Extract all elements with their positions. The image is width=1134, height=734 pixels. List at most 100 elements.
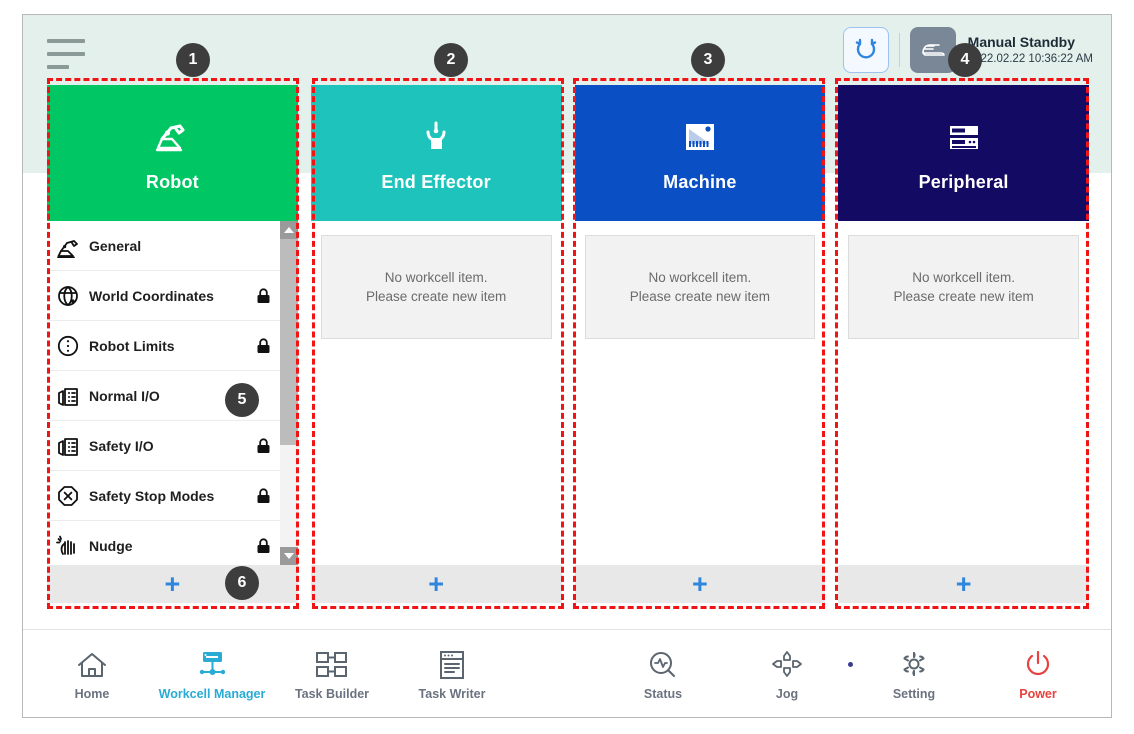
nav-item-workcell-manager[interactable]: Workcell Manager — [159, 646, 265, 701]
lock-icon — [256, 287, 272, 304]
list-item-label: Normal I/O — [89, 387, 160, 404]
scroll-down-button[interactable] — [279, 547, 298, 565]
limits-circle-icon — [53, 333, 83, 359]
annotation-badge-3: 3 — [691, 43, 725, 77]
card-title: End Effector — [381, 171, 491, 192]
scroll-up-button[interactable] — [279, 221, 298, 239]
nav-label: Task Writer — [418, 687, 486, 701]
annotation-badge-2: 2 — [434, 43, 468, 77]
annotation-badge-1: 1 — [176, 43, 210, 77]
home-icon — [76, 646, 108, 680]
nav-item-home[interactable]: Home — [49, 646, 135, 701]
task-builder-icon — [314, 646, 350, 680]
list-item-label: World Coordinates — [89, 287, 214, 304]
empty-state: No workcell item. Please create new item — [320, 235, 552, 339]
workcell-card-peripheral: Peripheral No workcell item. Please crea… — [838, 85, 1089, 603]
nav-item-status[interactable]: Status — [620, 646, 706, 701]
list-item-label: Safety Stop Modes — [89, 487, 215, 504]
hamburger-menu-icon[interactable] — [47, 39, 87, 69]
lock-icon — [256, 537, 272, 554]
plus-icon: + — [428, 568, 445, 599]
gear-icon — [898, 646, 930, 680]
jog-dpad-icon — [771, 646, 803, 680]
list-item[interactable]: Safety Stop Modes — [47, 471, 280, 521]
list-item[interactable]: General — [47, 221, 280, 271]
list-item[interactable]: Nudge — [47, 521, 280, 565]
io-port-icon — [53, 433, 83, 459]
add-robot-item-button[interactable]: + — [47, 565, 298, 603]
card-body-machine: No workcell item. Please create new item — [574, 221, 826, 565]
card-title: Peripheral — [918, 171, 1009, 192]
list-item[interactable]: Safety I/O — [47, 421, 280, 471]
empty-line-2: Please create new item — [365, 289, 507, 304]
empty-line-1: No workcell item. — [648, 270, 752, 285]
status-timestamp: 2022.02.22 10:36:22 AM — [967, 52, 1093, 65]
list-item-label: Nudge — [89, 537, 133, 554]
nav-label: Power — [1019, 687, 1057, 701]
add-machine-item-button[interactable]: + — [574, 565, 826, 603]
nav-label: Task Builder — [294, 687, 370, 701]
plus-icon: + — [691, 568, 708, 599]
add-end-effector-item-button[interactable]: + — [310, 565, 562, 603]
robot-arm-icon — [149, 114, 195, 160]
list-item-label: General — [89, 237, 142, 254]
robot-arm-icon — [53, 233, 83, 259]
workcell-card-robot: Robot General World Coordinates Robot Li… — [47, 85, 298, 603]
nav-item-setting[interactable]: Setting — [871, 646, 957, 701]
empty-state: No workcell item. Please create new item — [848, 235, 1079, 339]
peripheral-rack-icon — [941, 114, 987, 160]
lock-icon — [256, 487, 272, 504]
reset-arrow-icon — [855, 38, 876, 59]
stop-octagon-icon — [53, 483, 83, 509]
workcell-card-machine: Machine No workcell item. Please create … — [574, 85, 826, 603]
card-body-end-effector: No workcell item. Please create new item — [310, 221, 562, 565]
hamburger-line — [47, 39, 85, 43]
card-header-peripheral[interactable]: Peripheral — [838, 85, 1089, 221]
card-header-end-effector[interactable]: End Effector — [310, 85, 562, 221]
robot-settings-list: General World Coordinates Robot Limits N… — [47, 221, 298, 565]
workcell-card-grid: Robot General World Coordinates Robot Li… — [47, 85, 1089, 603]
list-item[interactable]: Robot Limits — [47, 321, 280, 371]
plus-icon: + — [164, 568, 181, 599]
nav-item-task-writer[interactable]: Task Writer — [409, 646, 495, 701]
status-cluster: Manual Standby 2022.02.22 10:36:22 AM — [842, 27, 1093, 73]
bottom-navigation-bar: Home Workcell Manager — [23, 629, 1111, 717]
card-body-peripheral: No workcell item. Please create new item — [838, 221, 1089, 565]
hand-nudge-icon — [53, 533, 83, 559]
nav-right-group: Status Jog — [620, 646, 1111, 701]
nav-label: Jog — [775, 687, 799, 701]
globe-axis-icon — [53, 283, 83, 309]
workcell-card-end-effector: End Effector No workcell item. Please cr… — [310, 85, 562, 603]
nav-item-task-builder[interactable]: Task Builder — [289, 646, 375, 701]
empty-line-1: No workcell item. — [384, 270, 488, 285]
annotation-badge-5: 5 — [225, 383, 259, 417]
io-port-icon — [53, 383, 83, 409]
reset-button[interactable] — [842, 27, 889, 73]
nav-item-power[interactable]: Power — [995, 646, 1081, 701]
card-header-robot[interactable]: Robot — [47, 85, 298, 221]
status-title: Manual Standby — [967, 34, 1076, 51]
divider — [898, 33, 900, 67]
power-icon — [1023, 646, 1053, 680]
gripper-icon — [413, 114, 459, 160]
list-item-label: Robot Limits — [89, 337, 175, 354]
nav-item-jog[interactable]: Jog — [744, 646, 830, 701]
empty-line-2: Please create new item — [629, 289, 771, 304]
nav-left-group: Home Workcell Manager — [23, 646, 495, 701]
scrollbar-thumb[interactable] — [279, 239, 298, 445]
lock-icon — [256, 337, 272, 354]
separator-dot — [848, 662, 853, 667]
nav-label: Status — [643, 687, 683, 701]
workcell-icon — [195, 646, 229, 680]
card-title: Machine — [663, 171, 737, 192]
list-scrollbar[interactable] — [279, 221, 298, 565]
card-title: Robot — [145, 171, 199, 192]
card-header-machine[interactable]: Machine — [574, 85, 826, 221]
empty-state: No workcell item. Please create new item — [584, 235, 816, 339]
list-item[interactable]: World Coordinates — [47, 271, 280, 321]
add-peripheral-item-button[interactable]: + — [838, 565, 1089, 603]
lock-icon — [256, 437, 272, 454]
annotation-badge-4: 4 — [948, 43, 982, 77]
nav-label: Setting — [892, 687, 936, 701]
empty-line-1: No workcell item. — [912, 270, 1016, 285]
